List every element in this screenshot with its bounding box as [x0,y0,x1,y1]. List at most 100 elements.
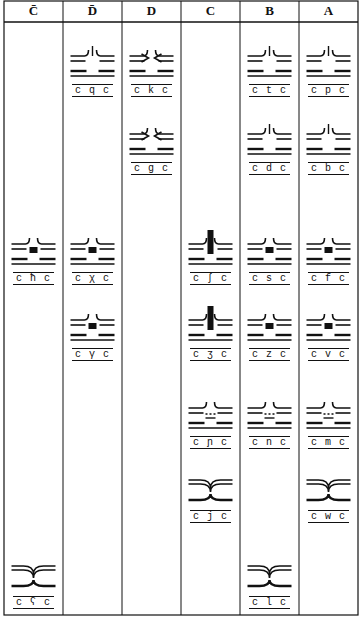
tract-line [71,238,89,244]
tract-line [248,339,292,341]
column-header: D [147,3,156,19]
tract-line [307,412,322,414]
tract-line [248,263,292,265]
nasal-mark [206,417,216,418]
cell-code: c g c [131,162,172,175]
tract-line [307,60,322,62]
tract-line [71,314,89,320]
tract-line [215,314,233,320]
tract-line [248,324,263,326]
column-rule [63,1,64,615]
tract-line [274,128,292,134]
tract-line [99,258,115,260]
constriction-mark [208,230,214,254]
cell-code: c k c [131,84,172,97]
tract-line [248,148,264,150]
tract-line [248,128,266,134]
tract-line [189,263,233,265]
tract-line [71,258,87,260]
tract-line [218,248,233,250]
tract-line [12,238,30,244]
column-header: C [206,3,215,19]
cell-code: c m c [308,436,349,449]
tract-line [12,248,27,250]
tract-line [189,258,205,260]
tract-line [12,263,56,265]
tract-line [307,153,351,155]
tract-line [335,334,351,336]
cell-code: c t c [249,84,290,97]
column-header: C̄ [29,3,38,19]
tract-line [12,570,56,578]
tract-line [97,238,115,244]
tract-line [142,132,149,140]
tract-line [248,314,266,320]
tract-line [335,148,351,150]
cell-code: c ʃ c [190,272,231,285]
cell-code: c l c [249,596,290,609]
cell-code: c n c [249,436,290,449]
cell-code: c ɲ c [190,436,231,449]
tract-line [277,248,292,250]
tract-line [276,422,292,424]
tract-line [307,238,325,244]
tract-line [100,60,115,62]
tract-line [335,258,351,260]
tract-line [38,238,56,244]
tract-line [307,339,351,341]
tract-line [71,75,115,77]
tract-line [307,138,322,140]
tract-line [307,427,351,429]
tract-line [277,412,292,414]
closure-mark [328,46,329,56]
cell-code: c v c [308,348,349,361]
tract-line [189,402,207,408]
tract-line [189,334,205,336]
cell-code: c s c [249,272,290,285]
tract-line [276,70,292,72]
tract-line [189,339,233,341]
cell-code: c p c [308,84,349,97]
tract-line [333,402,351,408]
tract-line [307,422,323,424]
tract-line [307,50,325,56]
tract-line [333,128,351,134]
constriction-mark [325,247,333,253]
tract-line [307,263,351,265]
tract-line [12,580,56,586]
nasal-mark [265,417,275,418]
tract-line [158,70,174,72]
tract-line [12,258,28,260]
table-border [4,1,358,615]
tract-line [155,54,162,62]
tract-line [130,148,146,150]
tract-line [307,148,323,150]
column-rule [181,1,182,615]
tract-line [248,402,266,408]
column-header: A [324,3,333,19]
tract-line [307,314,325,320]
tract-line [71,339,115,341]
cell-code: c χ c [72,272,113,285]
tract-line [71,248,86,250]
tract-line [189,484,233,492]
tract-line [155,132,162,140]
tract-line [71,60,86,62]
tract-line [142,54,149,62]
tract-line [217,334,233,336]
constriction-mark [89,247,97,253]
tract-line [248,427,292,429]
tract-line [130,153,174,155]
constriction-mark [266,247,274,253]
tract-line [248,75,292,77]
tract-line [218,324,233,326]
tract-line [189,324,204,326]
column-rule [122,1,123,615]
tract-line [248,580,292,586]
closure-mark [328,124,329,134]
nasal-mark [324,417,334,418]
tract-line [333,50,351,56]
tract-line [307,402,325,408]
cell-code: c b c [308,162,349,175]
tract-line [307,484,351,492]
